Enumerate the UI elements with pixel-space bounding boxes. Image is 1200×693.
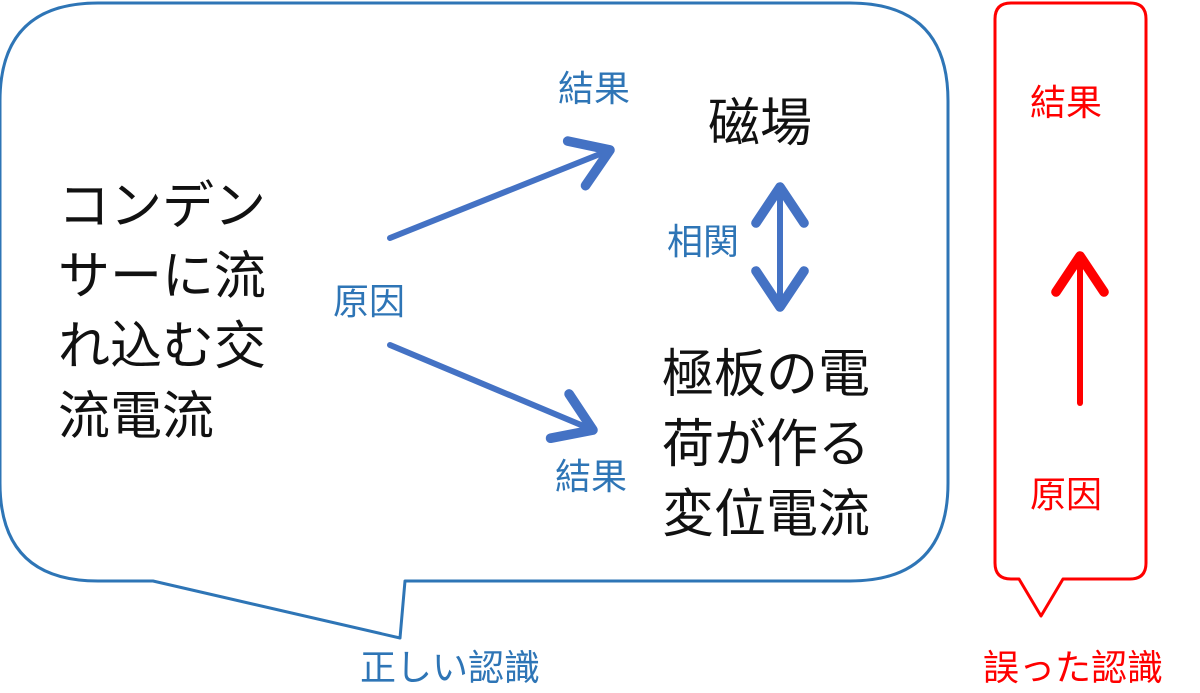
result-top-label: 結果 <box>558 69 631 110</box>
wrong-recognition-caption: 誤った認識 <box>983 648 1164 689</box>
magnetic-field-text: 磁場 <box>708 94 813 154</box>
wrong-cause-label: 原因 <box>1030 475 1103 516</box>
displacement-line-1: 極板の電 <box>662 345 871 405</box>
displacement-current-text: 極板の電 荷が作る 変位電流 <box>662 340 870 550</box>
cause-line-4: 流電流 <box>58 387 215 447</box>
displacement-line-3: 変位電流 <box>662 485 871 545</box>
correct-recognition-bubble <box>0 1 950 640</box>
cause-line-3: れ込む交 <box>58 317 267 377</box>
wrong-result-label: 結果 <box>1030 83 1103 124</box>
displacement-line-2: 荷が作る <box>662 415 871 475</box>
correlation-label: 相関 <box>667 222 740 263</box>
result-bottom-label: 結果 <box>555 457 628 498</box>
arrow-cause-to-displacement-current <box>387 342 598 444</box>
wrong-recognition-bubble <box>993 1 1148 618</box>
cause-line-2: サーに流 <box>58 247 267 307</box>
correct-recognition-caption: 正しい認識 <box>360 648 541 689</box>
cause-line-1: コンデン <box>58 177 267 237</box>
cause-label: 原因 <box>333 282 406 323</box>
cause-ac-current-text: コンデン サーに流 れ込む交 流電流 <box>58 172 266 452</box>
arrow-cause-to-magnetic-field <box>387 136 615 241</box>
